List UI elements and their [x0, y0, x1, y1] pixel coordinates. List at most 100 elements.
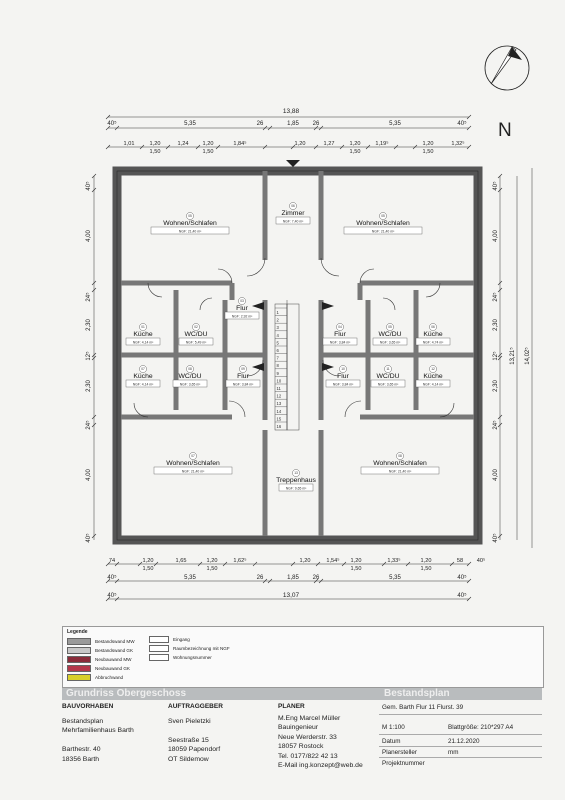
dimension-label: 26: [257, 121, 264, 127]
legend-item: Neubauwand MW: [67, 656, 132, 663]
room-name: Küche: [133, 373, 152, 380]
legend-label: Bestandswand MW: [95, 639, 135, 644]
stair-step-number: 9: [277, 371, 280, 376]
dimension-label: 26: [257, 575, 264, 581]
bauvorhaben-line: Bestandsplan: [62, 717, 104, 725]
legend-box: Legende Bestandswand MW Bestandswand GK Ne…: [62, 626, 544, 688]
stair-step-number: 2: [277, 318, 280, 323]
room-number: 10: [341, 367, 345, 371]
room-area: NGF: 21,40 m²: [179, 230, 202, 234]
date-label: Datum: [382, 738, 401, 745]
legend-label: Neubauwand GK: [95, 666, 130, 671]
room-number: 06: [291, 204, 295, 208]
auftraggeber-line: 18059 Papendorf: [168, 746, 221, 753]
dimension-label: 24⁵: [492, 420, 499, 430]
dimension-label: 1,54⁵: [326, 557, 339, 564]
room-name: Treppenhaus: [276, 477, 316, 484]
room-number: 11: [386, 367, 390, 371]
room-number: 06: [431, 325, 435, 329]
dimension-label: 2,30: [493, 380, 499, 392]
dimension-label: 24⁵: [85, 292, 92, 302]
room-area: NGF: 2,92 m²: [232, 315, 253, 319]
dimension-label: 40⁵: [107, 120, 117, 127]
stair-step-number: 8: [277, 363, 280, 368]
planer-label: Planersteller: [382, 749, 417, 756]
bauvorhaben-line: Barthestr. 40: [62, 746, 101, 753]
room-area: NGF: 3,84 m²: [333, 383, 354, 387]
room-number: 08: [398, 454, 402, 458]
room-area: NGF: 7,40 m²: [283, 220, 304, 224]
room-area: NGF: 4,14 m²: [133, 341, 154, 345]
room-area: NGF: 21,40 m²: [389, 470, 412, 474]
room-number: 04: [338, 325, 342, 329]
stair-step-number: 10: [277, 378, 282, 383]
stair-step-number: 3: [277, 325, 280, 330]
dimension-label: 1,50: [150, 149, 161, 155]
room-number: 07: [141, 367, 145, 371]
room-area: NGF: 3,65 m²: [180, 383, 201, 387]
room-area: NGF: 4,14 m²: [133, 383, 154, 387]
room-number: 13: [294, 471, 298, 475]
legend-symbol: [149, 654, 169, 661]
dimension-label: 40⁵: [492, 533, 499, 543]
dimension-label: 26: [313, 121, 320, 127]
dimension-label: 40⁵: [107, 592, 117, 599]
plan-type: Bestandsplan: [384, 688, 450, 699]
planer-value: mm: [448, 749, 459, 756]
dimension-right-outer: 13,21⁵: [509, 347, 516, 365]
room-area: NGF: 3,65 m²: [378, 383, 399, 387]
legend-swatch: [67, 656, 91, 663]
auftraggeber-line: Sven Pieletzki: [168, 717, 211, 725]
legend-swatch: [67, 674, 91, 681]
dimension-label: 1,19⁵: [375, 140, 388, 147]
room-number: 12: [431, 367, 435, 371]
legend-item: Bestandswand MW: [67, 638, 135, 645]
legend-title: Legende: [67, 629, 88, 635]
dimension-total-top: 13,88: [283, 108, 300, 115]
dimension-label: 1,20: [351, 558, 362, 564]
planer-line: Neue Werderstr. 33: [278, 733, 337, 741]
dimension-label: 1,85: [287, 575, 299, 581]
dimension-label: 40⁵: [85, 533, 92, 543]
planer-line: E-Mail ing.konzept@web.de: [278, 762, 363, 769]
dimension-label: 1,65: [176, 558, 187, 564]
dimension-label: 5,35: [184, 575, 196, 581]
room-name: Wohnen/Schlafen: [163, 220, 217, 227]
room-name: Flur: [337, 373, 349, 380]
stair-step-number: 7: [277, 356, 280, 361]
legend-item: Wohnungsnummer: [149, 654, 212, 661]
room-area: NGF: 3,84 m²: [233, 383, 254, 387]
bauvorhaben-line: 18356 Barth: [62, 755, 100, 763]
dimension-label: 1,27: [324, 141, 335, 147]
legend-item: Bestandswand GK: [67, 647, 133, 654]
bauvorhaben-line: [62, 736, 162, 746]
dimension-label: 40⁵: [457, 592, 467, 599]
planer-line: Tel. 0177/822 42 13: [278, 752, 338, 760]
room-name: Wohnen/Schlafen: [373, 460, 427, 467]
planer-line: 18057 Rostock: [278, 743, 324, 750]
dimension-label: 1,24: [178, 141, 189, 147]
room-name: Wohnen/Schlafen: [166, 460, 220, 467]
legend-item: Neubauwand GK: [67, 665, 130, 672]
room-area: NGF: 4,14 m²: [423, 383, 444, 387]
dimension-label: 1,50: [351, 566, 362, 572]
dimension-label: 1,50: [350, 149, 361, 155]
legend-swatch: [67, 665, 91, 672]
dimension-label: 40⁵: [457, 574, 467, 581]
auftraggeber-line: [168, 726, 268, 736]
dimension-label: 1,50: [203, 149, 214, 155]
legend-item: Abbruchwand: [67, 674, 123, 681]
room-number: 02: [194, 325, 198, 329]
